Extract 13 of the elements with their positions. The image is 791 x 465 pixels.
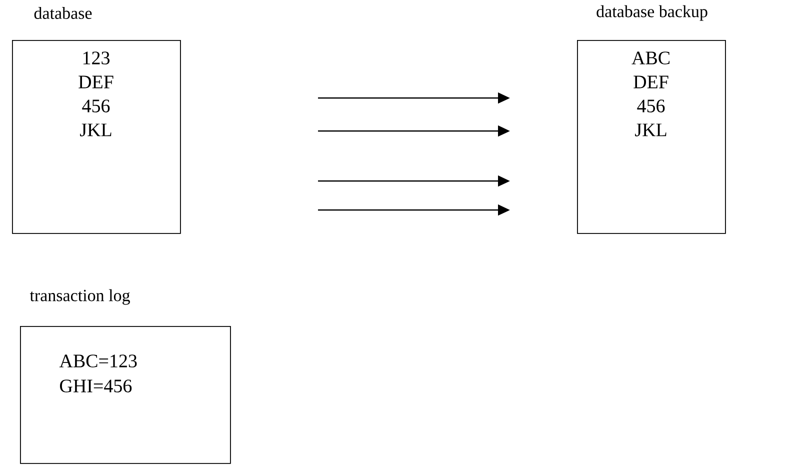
- record-text: JKL: [635, 124, 666, 136]
- box-heading: database: [34, 7, 92, 19]
- record-text: 456: [637, 100, 665, 112]
- record-text: 123: [83, 52, 110, 64]
- record-text: DEF: [78, 76, 114, 88]
- record-text: GHI=456: [60, 380, 132, 392]
- record-text: ABC=123: [59, 354, 137, 368]
- record-text: ABC: [632, 52, 670, 64]
- box-heading: database backup: [596, 5, 708, 21]
- record-text: 456: [82, 100, 110, 112]
- record-text: JKL: [80, 124, 112, 136]
- record-text: DEF: [634, 76, 668, 88]
- box-heading: transaction log: [30, 289, 130, 305]
